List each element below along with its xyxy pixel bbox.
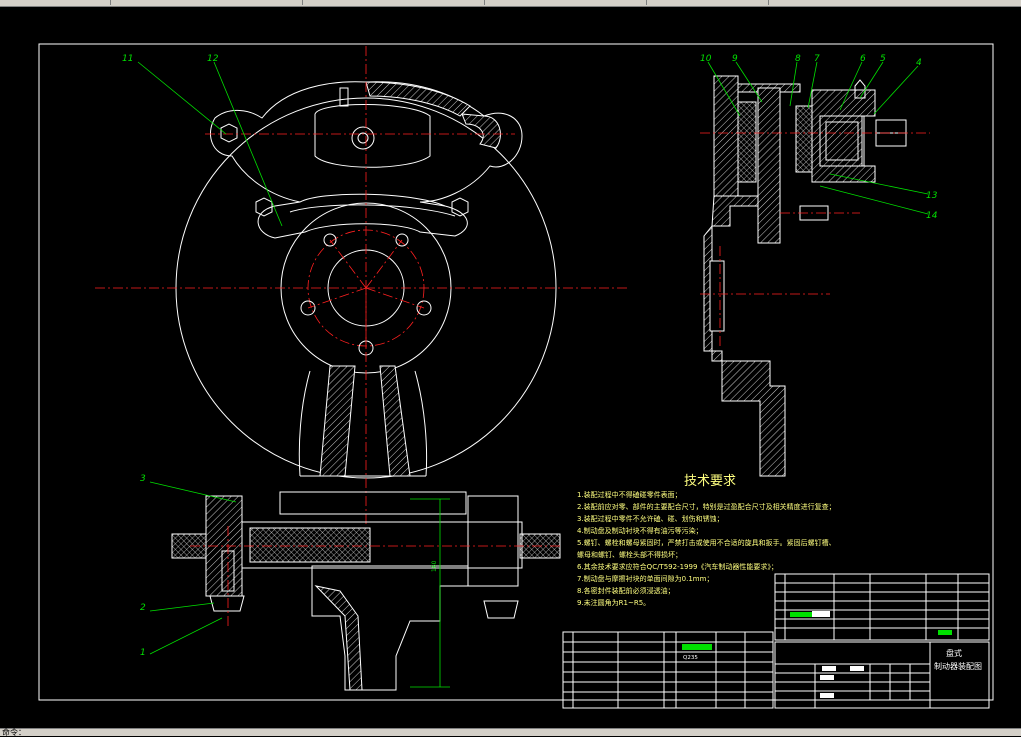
balloon-6: 6 [860,54,866,64]
tech-title: 技术要求 [684,474,736,489]
bolt-hole [395,233,409,247]
tech-note: 1.装配过程中不得磕碰零件表面； [577,490,682,499]
knuckle-bottom [311,565,469,691]
drawing-name-line2: 制动器装配图 [934,661,982,671]
piston-housing [314,104,431,168]
balloon-5: 5 [880,54,886,64]
balloon-3: 3 [140,474,146,484]
bottom-view: 160 [171,491,561,691]
part-highlight [790,612,812,617]
hub-journal [709,260,725,332]
balloon-12: 12 [207,54,219,64]
side-section-view [700,75,930,477]
brake-disc-section [757,87,781,244]
disc-band [241,521,523,569]
knuckle-section [703,224,786,477]
toolbar-segment[interactable] [0,0,111,5]
tech-note: 8.各密封件装配前必须浸透油； [577,586,675,595]
piston-housing-bottom [467,495,519,587]
material-cell: Q235 [683,655,698,661]
balloon-8: 8 [795,54,801,64]
piston-bore [819,115,865,167]
caliper-top [279,491,467,515]
balloon-4: 4 [916,58,922,68]
drawing-name-line1: 盘式 [946,648,962,658]
drawing-border [38,43,994,701]
front-view [95,46,630,526]
steering-arm-section [319,365,356,477]
part-highlight [682,644,712,650]
tech-note: 5.螺钉、螺栓和螺母紧固时，严禁打击或使用不合适的旋具和扳手。紧固后螺钉槽、 [577,538,836,547]
tech-note: 9.未注圆角为R1~R5。 [577,598,650,607]
caliper-outer-section [713,75,739,197]
balloon-9: 9 [732,54,738,64]
friction-pad-inner [795,105,813,173]
pad-section [249,527,371,563]
boot-seal [209,595,245,612]
toolbar-segment[interactable] [304,0,485,5]
bolt-hole [323,233,337,247]
tech-note: 7.制动盘与摩擦衬块的单面间隙为0.1mm； [577,574,713,583]
balloon-14: 14 [926,211,938,221]
parts-list-right [774,573,990,641]
part-balloons: 11 12 3 2 1 10 9 8 7 6 5 4 13 14 [122,54,938,658]
caliper-body [210,81,523,239]
bolt-hole [300,300,316,316]
balloon-11: 11 [122,54,133,64]
command-line[interactable]: 命令： [0,728,1021,737]
balloon-10: 10 [700,54,712,64]
application-toolbar-strip [0,0,1021,7]
caliper-section [365,81,471,117]
part-highlight [938,630,952,635]
toolbar-segment[interactable] [648,0,769,5]
cad-drawing-canvas[interactable]: 160 11 12 3 2 1 10 9 8 7 6 5 4 13 14 技术要… [0,6,1021,728]
command-prompt: 命令： [2,728,26,737]
tech-note: 3.装配过程中零件不允许磕、碰、划伤和锈蚀； [577,514,724,523]
tech-note: 2.装配前应对零、部件的主要配合尺寸，特别是过盈配合尺寸及相关精度进行复查； [577,502,836,511]
tech-note: 4.制动盘及制动衬块不得有油污等污染； [577,526,703,535]
bleeder-center [351,126,375,150]
parts-list-left: Q235 [562,631,774,709]
tech-note: 6.其余技术要求应符合QC/T592-1999《汽车制动器性能要求》； [577,562,778,571]
caliper-cylinder-section [811,89,876,183]
balloon-13: 13 [926,191,938,201]
dimension-value: 160 [431,560,438,572]
bracket-section [711,195,761,227]
bolt-head [220,123,238,143]
piston [825,121,859,161]
bolt-hole [416,300,432,316]
toolbar-segment[interactable] [112,0,303,5]
balloon-2: 2 [140,603,146,613]
bleeder-screw [339,87,349,107]
balloon-7: 7 [814,54,820,64]
technical-requirements: 技术要求 1.装配过程中不得磕碰零件表面； 2.装配前应对零、部件的主要配合尺寸… [577,474,836,607]
tech-note: 螺母和螺钉、螺栓头部不得损坏； [577,550,682,559]
title-block: 盘式 制动器装配图 [774,641,990,709]
toolbar-segment[interactable] [486,0,647,5]
balloon-1: 1 [140,648,146,658]
friction-pad-outer [737,101,757,183]
